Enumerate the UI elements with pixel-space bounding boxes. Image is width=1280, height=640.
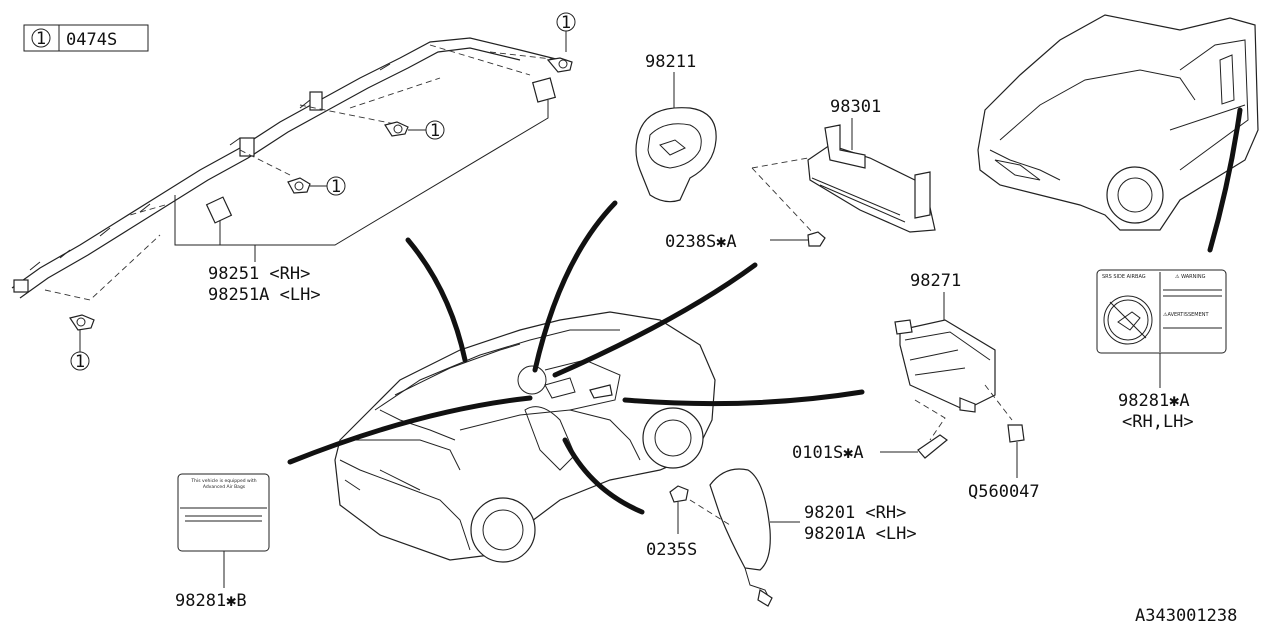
label-98281a: 98281✱A bbox=[1118, 391, 1190, 411]
callout-circle bbox=[70, 351, 90, 371]
label-0235s: 0235S bbox=[646, 540, 697, 560]
label-98201a-lh: 98201A <LH> bbox=[804, 524, 917, 544]
pointer-lines bbox=[287, 200, 865, 515]
bolt-top: 1 bbox=[546, 12, 576, 73]
label-98281a-side: <RH,LH> bbox=[1122, 412, 1194, 432]
legend-circle-number: 1 bbox=[36, 29, 46, 49]
passenger-airbag: 98271 0101S✱A Q560047 bbox=[792, 271, 1040, 502]
label-98201-rh: 98201 <RH> bbox=[804, 503, 906, 523]
bolt-lower: 1 bbox=[287, 176, 346, 197]
bolt-bottom: 1 bbox=[69, 314, 95, 372]
label-98211: 98211 bbox=[645, 52, 696, 72]
curtain-airbag bbox=[11, 37, 561, 301]
callout-number: 1 bbox=[75, 352, 85, 372]
label-0101s: 0101S✱A bbox=[792, 443, 864, 463]
sun-visor-label: This vehicle is equipped with Advanced A… bbox=[175, 473, 270, 611]
label-98251-rh: 98251 <RH> bbox=[208, 264, 310, 284]
callout-number: 1 bbox=[561, 13, 571, 33]
label-98281b: 98281✱B bbox=[175, 591, 247, 611]
seat-side-airbag: 0235S 98201 <RH> 98201A <LH> bbox=[646, 468, 917, 607]
visor-label-line2: Advanced Air Bags bbox=[203, 484, 246, 490]
warning-label: SRS SIDE AIRBAG ⚠ WARNING ⚠AVERTISSEMENT… bbox=[1096, 269, 1227, 432]
callout-number: 1 bbox=[331, 177, 341, 197]
visor-label-line1: This vehicle is equipped with bbox=[190, 478, 256, 484]
callout-circle bbox=[556, 12, 576, 32]
diagram-id: A343001238 bbox=[1135, 606, 1237, 626]
vehicle-cutaway bbox=[334, 311, 716, 563]
callout-circle bbox=[326, 176, 346, 196]
bolt-mid: 1 bbox=[384, 120, 445, 141]
label-q560047: Q560047 bbox=[968, 482, 1040, 502]
callout-number: 1 bbox=[430, 121, 440, 141]
steering-airbag: 98211 bbox=[635, 52, 717, 203]
warning-label-srs: SRS SIDE AIRBAG bbox=[1102, 274, 1146, 280]
label-0238s: 0238S✱A bbox=[665, 232, 737, 252]
callout-circle bbox=[425, 120, 445, 140]
knee-airbag: 98301 0238S✱A bbox=[665, 97, 936, 252]
label-98251a-lh: 98251A <LH> bbox=[208, 285, 321, 305]
warning-label-warning: ⚠ WARNING bbox=[1175, 274, 1206, 280]
legend-box: 1 0474S bbox=[23, 24, 149, 52]
label-98271: 98271 bbox=[910, 271, 961, 291]
warning-label-avertissement: ⚠AVERTISSEMENT bbox=[1163, 312, 1210, 318]
vehicle-front-view bbox=[977, 14, 1259, 253]
label-98301: 98301 bbox=[830, 97, 881, 117]
legend-part-code: 0474S bbox=[66, 30, 117, 50]
